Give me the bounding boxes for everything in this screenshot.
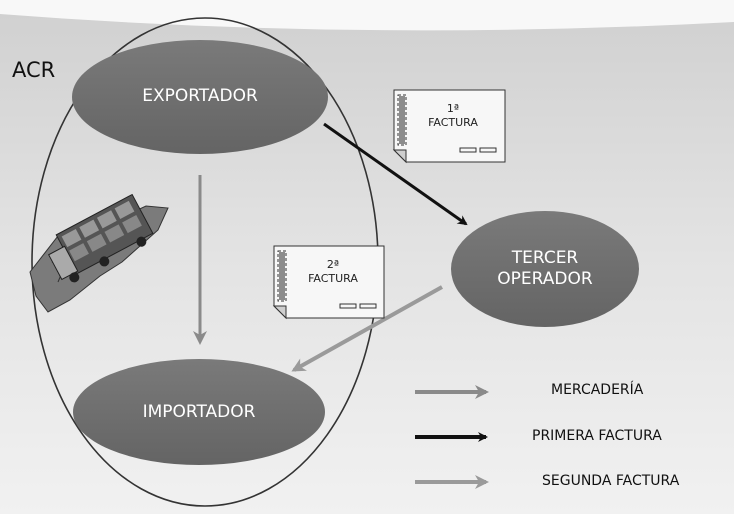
second-invoice-flow-arrow (291, 285, 443, 372)
second-invoice-label: 2ª FACTURA (298, 258, 368, 286)
second-invoice-ordinal: 2ª (326, 258, 340, 271)
truck-on-map-icon (29, 193, 169, 313)
first-invoice-label: 1ª FACTURA (418, 102, 488, 130)
importer-label: IMPORTADOR (142, 402, 256, 423)
third-operator-label-line1: TERCER (511, 247, 579, 268)
second-invoice-document-icon (272, 245, 385, 320)
legend-first-invoice-label: PRIMERA FACTURA (532, 428, 662, 444)
first-invoice-word: FACTURA (428, 116, 478, 129)
legend-second-invoice-label: SEGUNDA FACTURA (542, 473, 680, 489)
background-band (0, 0, 734, 31)
exporter-node (72, 40, 328, 154)
legend-goods-label: MERCADERÍA (551, 382, 644, 398)
first-invoice-document-icon (392, 89, 506, 164)
first-invoice-flow-arrow (323, 122, 468, 226)
acr-zone-label: ACR (12, 58, 56, 82)
first-invoice-ordinal: 1ª (446, 102, 460, 115)
exporter-label: EXPORTADOR (142, 86, 258, 107)
importer-node (73, 359, 325, 465)
third-operator-label-line2: OPERADOR (497, 269, 593, 289)
second-invoice-word: FACTURA (308, 272, 358, 285)
third-operator-node (451, 211, 639, 327)
third-operator-label: TERCER OPERADOR (451, 240, 639, 298)
